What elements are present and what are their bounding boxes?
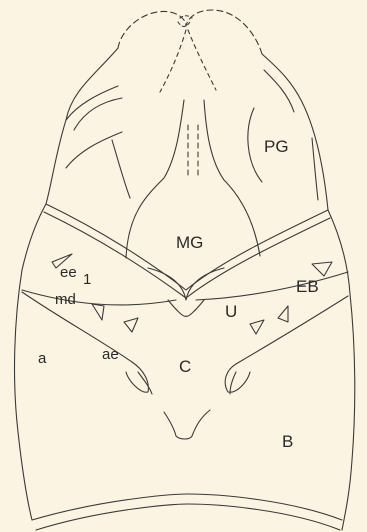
label-md: md (55, 292, 76, 307)
label-c: C (179, 358, 191, 375)
label-a: a (38, 351, 46, 366)
pg-line-left-inner (74, 98, 122, 130)
pg-line-right-outer (312, 138, 318, 200)
pg-line-right-arc (248, 108, 262, 182)
pg-line-right-upper (264, 70, 294, 112)
label-b: B (282, 433, 293, 450)
u-marker-right (250, 320, 264, 334)
eb-lower-line-left (22, 290, 176, 305)
dashed-inner-right (188, 30, 216, 90)
bottom-v-shape (164, 410, 210, 439)
c-left-arm (22, 292, 148, 392)
label-pg: PG (264, 138, 289, 155)
label-ae: ae (102, 347, 119, 362)
eb-marker-lower (278, 306, 288, 322)
c-right-arm (225, 296, 348, 392)
dashed-inner-left (160, 30, 186, 92)
mg-fold (148, 268, 224, 300)
u-marker-left (124, 318, 138, 332)
u-central-shape (168, 300, 204, 316)
pg-line-left-curve (112, 140, 130, 198)
pg-line-left-outer (66, 86, 118, 120)
dashed-notch (178, 16, 192, 27)
dashed-top-outline (118, 10, 262, 54)
label-ee: ee (60, 265, 77, 280)
md-marker (92, 304, 104, 320)
label-eb: EB (296, 278, 319, 295)
label-u: U (225, 303, 237, 320)
pg-line-left-fold (66, 132, 122, 168)
eb-marker-upper (312, 262, 332, 276)
label-mg: MG (176, 234, 203, 251)
label-ee-subscript: 1 (83, 272, 91, 287)
